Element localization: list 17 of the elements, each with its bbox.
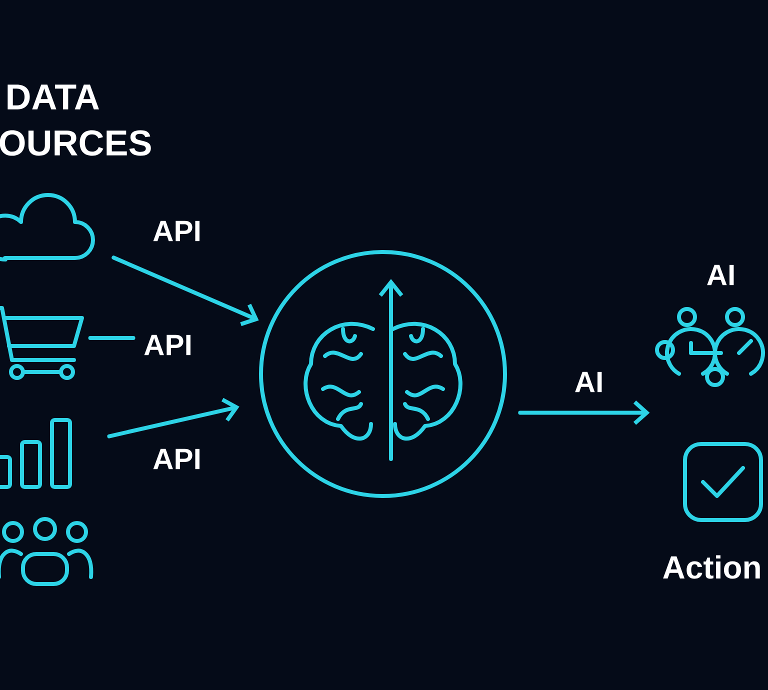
checkbox-icon xyxy=(683,442,763,522)
arrow xyxy=(107,398,240,438)
heading: AI xyxy=(707,264,734,286)
edge-label: AI xyxy=(575,372,602,392)
people-icon xyxy=(0,517,94,586)
heading: DATA xyxy=(8,84,99,110)
arrow xyxy=(518,400,650,425)
heading: OURCES xyxy=(0,130,151,156)
network-icon xyxy=(655,307,765,387)
edge-label: API xyxy=(153,220,200,242)
edge-label: API xyxy=(153,448,200,470)
cart-icon xyxy=(0,306,84,380)
arrow xyxy=(112,256,259,326)
heading: Action xyxy=(663,555,760,579)
edge-label: API xyxy=(144,334,190,356)
cloud-icon xyxy=(0,193,95,262)
bar-chart-icon xyxy=(0,418,72,489)
